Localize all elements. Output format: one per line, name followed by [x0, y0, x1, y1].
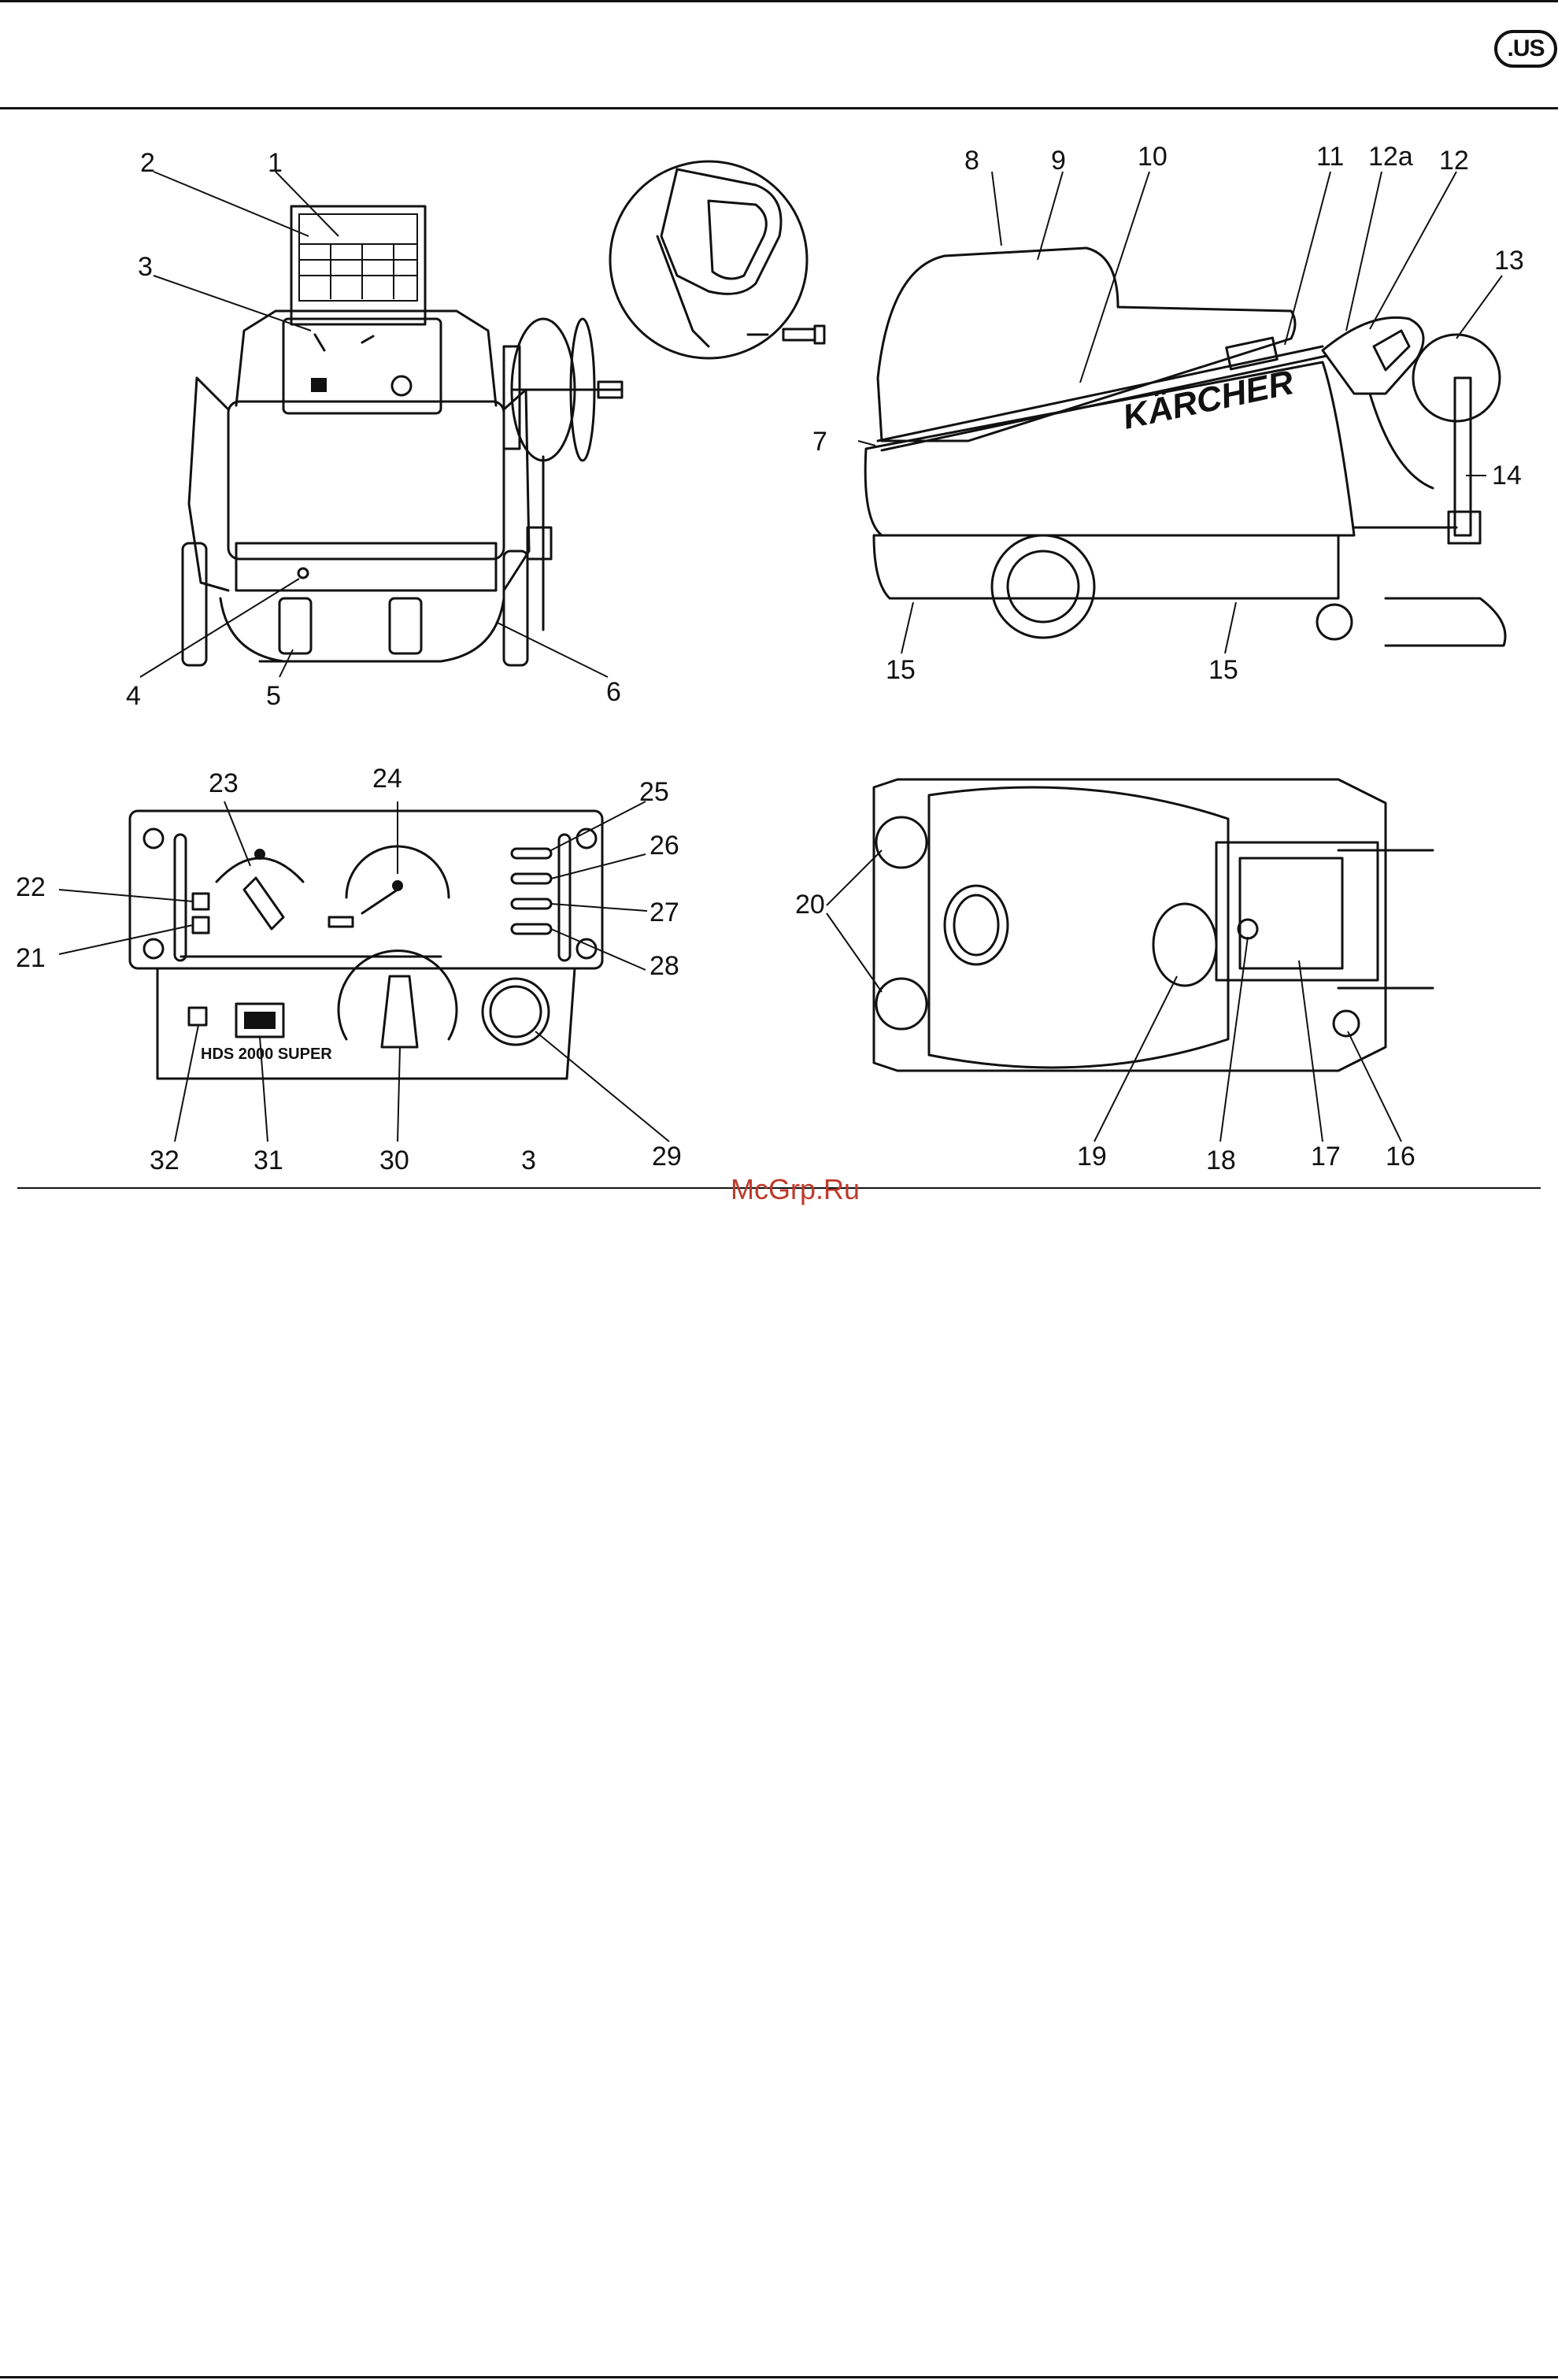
callout-12: 12 — [1439, 146, 1469, 176]
callout-15-right: 15 — [1208, 655, 1238, 685]
callout-2: 2 — [140, 148, 155, 178]
callout-8: 8 — [964, 146, 979, 176]
callout-20: 20 — [795, 890, 825, 920]
callout-4: 4 — [126, 681, 141, 711]
callout-9: 9 — [1051, 146, 1066, 176]
karcher-logo: KÄRCHER — [1119, 363, 1297, 437]
callout-22: 22 — [16, 872, 46, 902]
callout-31: 31 — [253, 1146, 283, 1175]
callout-28: 28 — [649, 951, 679, 981]
callout-17: 17 — [1311, 1142, 1341, 1171]
callout-16: 16 — [1386, 1142, 1416, 1171]
callout-10: 10 — [1138, 142, 1168, 172]
side-view-figure: KÄRCHER — [865, 248, 1505, 646]
callout-19: 19 — [1077, 1142, 1107, 1171]
footer-rule — [0, 2376, 1558, 2378]
callout-29: 29 — [652, 1142, 682, 1171]
callout-12a: 12a — [1368, 142, 1413, 172]
hood-latch-detail — [610, 161, 824, 358]
watermark: McGrp.Ru — [693, 1173, 897, 1206]
callout-15-left: 15 — [886, 655, 916, 685]
callout-14: 14 — [1492, 461, 1522, 490]
callout-5: 5 — [266, 681, 281, 711]
callout-3: 3 — [138, 252, 153, 282]
callout-7: 7 — [812, 427, 827, 457]
callout-1: 1 — [268, 148, 283, 178]
callout-11: 11 — [1316, 142, 1344, 172]
callout-25: 25 — [639, 777, 669, 807]
leader-lines — [59, 172, 1502, 1142]
callout-27: 27 — [649, 898, 679, 927]
callout-21: 21 — [16, 943, 46, 973]
front-view-figure — [183, 206, 622, 665]
parts-diagram: KÄRCHER HDS 2000 SUPER — [0, 0, 1558, 1197]
callout-23: 23 — [209, 768, 239, 798]
callout-26: 26 — [649, 831, 679, 861]
callout-3-panel: 3 — [521, 1146, 536, 1175]
callout-13: 13 — [1494, 246, 1524, 276]
callout-30: 30 — [379, 1146, 409, 1175]
callout-6: 6 — [606, 677, 621, 707]
callout-32: 32 — [150, 1146, 179, 1175]
control-panel-figure: HDS 2000 SUPER — [130, 811, 602, 1079]
callout-24: 24 — [372, 764, 402, 794]
callout-18: 18 — [1206, 1146, 1236, 1175]
model-label: HDS 2000 SUPER — [201, 1046, 332, 1063]
top-view-figure — [874, 779, 1433, 1071]
